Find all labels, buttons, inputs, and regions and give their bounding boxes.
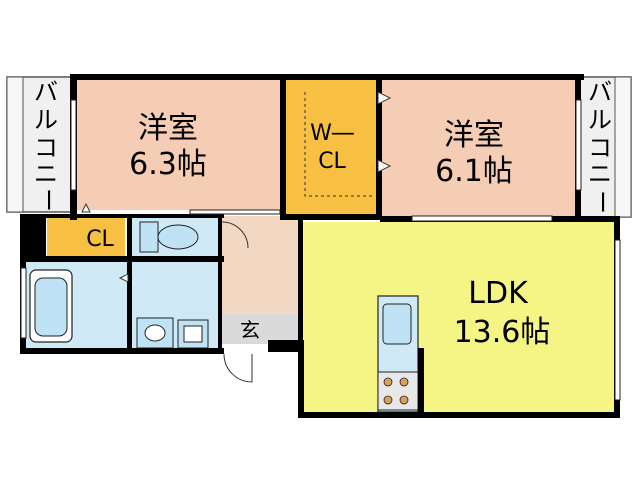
stove-burner-icon <box>383 377 393 387</box>
toilet <box>139 221 199 253</box>
western-room-left <box>77 80 280 210</box>
balcony-left-char: ー <box>34 188 62 212</box>
western-right-name: 洋室 <box>444 118 504 153</box>
balcony-right-char: ー <box>588 190 616 214</box>
western-left-name: 洋室 <box>138 111 198 146</box>
balcony-left-char: コ <box>34 134 58 162</box>
balcony-right-char: コ <box>588 134 612 162</box>
hallway <box>222 216 300 314</box>
balcony-left <box>6 76 74 213</box>
wcl-label-1: W― <box>310 121 354 146</box>
wcl-label-2: CL <box>318 149 346 174</box>
balcony-left-label: バ ル コ ニ ー <box>34 78 62 212</box>
doors <box>81 91 392 383</box>
entrance-label: 玄 <box>240 318 260 342</box>
kitchen-counter <box>377 295 419 413</box>
closet-small <box>47 218 125 256</box>
windows <box>20 99 621 401</box>
balcony-left-char: ニ <box>34 160 58 188</box>
door-arrow-icon <box>377 91 392 105</box>
balcony-right-char: ル <box>588 106 612 134</box>
closet-hanger-line <box>304 92 372 197</box>
ldk-room <box>303 222 618 414</box>
balcony-left-char: バ <box>34 78 58 106</box>
western-room-right <box>381 80 575 218</box>
balcony-right-char: ニ <box>588 160 612 188</box>
balcony-right <box>574 76 632 218</box>
bathtub <box>29 269 73 343</box>
washing-machine <box>177 319 209 349</box>
ldk-name: LDK <box>468 276 529 311</box>
wash-basin <box>136 317 174 349</box>
walk-in-closet <box>285 80 377 216</box>
closet-label: CL <box>86 227 114 252</box>
balcony-right-char: バ <box>588 78 612 106</box>
ldk-size: 13.6帖 <box>454 315 551 350</box>
balcony-left-char: ル <box>34 106 58 134</box>
genkan-floor <box>222 314 300 344</box>
western-right-size: 6.1帖 <box>435 154 513 189</box>
balcony-right-label: バ ル コ ニ ー <box>588 78 616 214</box>
western-left-size: 6.3帖 <box>129 147 207 182</box>
